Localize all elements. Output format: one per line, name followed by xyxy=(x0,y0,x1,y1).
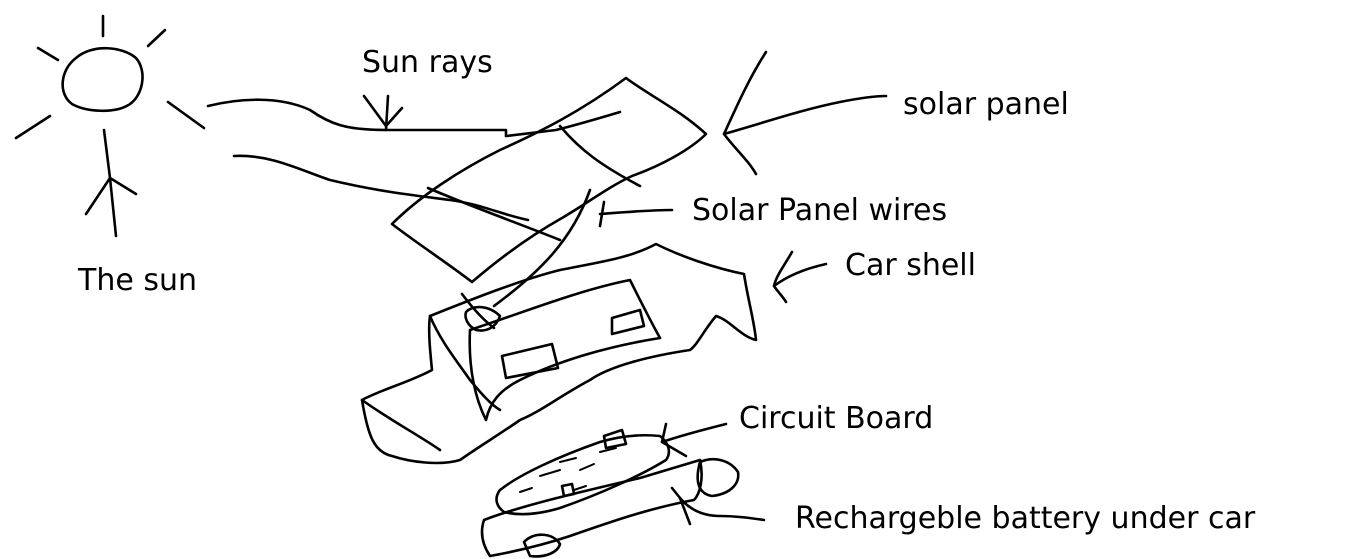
sun-drawing xyxy=(14,14,206,238)
ray-line-lower xyxy=(232,154,530,222)
battery-pointer xyxy=(678,496,766,522)
solar-panel-label: solar panel xyxy=(903,87,1069,122)
sun-rays-drawing xyxy=(206,94,622,222)
battery-cell xyxy=(522,533,562,558)
circuit-board-outline xyxy=(495,433,671,516)
wire-pointer-head xyxy=(598,200,606,228)
circuit-board-label: Circuit Board xyxy=(739,401,934,436)
car-shell-pointer-head xyxy=(772,250,794,304)
battery-label: Rechargeble battery under car xyxy=(795,501,1256,536)
sun-ray xyxy=(36,46,60,62)
circuit-board-pointer-head xyxy=(660,422,688,458)
solar-panel-pointer xyxy=(722,94,888,136)
car-shell-pointer xyxy=(772,262,828,288)
battery-drawing xyxy=(480,458,766,558)
car-shell-sensor xyxy=(464,305,502,332)
sun-rays-label: Sun rays xyxy=(362,45,493,80)
car-shell-drawing xyxy=(360,242,828,465)
solar-panel-pointer-head xyxy=(722,50,768,176)
solar-panel-drawing xyxy=(390,50,888,284)
ray-line-upper xyxy=(206,98,622,138)
sun-ray xyxy=(166,100,206,130)
car-window-inner xyxy=(500,342,560,380)
wire xyxy=(492,188,592,308)
car-window-inner xyxy=(610,308,646,336)
car-shell-inner xyxy=(428,314,502,412)
circuit-board-drawing xyxy=(495,422,728,516)
car-window xyxy=(468,278,662,422)
sun-arrow-head xyxy=(84,176,138,216)
battery-cell xyxy=(696,458,740,498)
panel-divider xyxy=(426,186,562,242)
sun-body xyxy=(61,46,144,113)
car-shell-label: Car shell xyxy=(845,248,976,283)
car-shell-outline xyxy=(360,242,758,465)
circuit-chip xyxy=(602,428,628,450)
circuit-board-traces xyxy=(519,447,617,493)
panel-outline xyxy=(390,76,708,284)
battery-pointer-head xyxy=(670,486,692,526)
sun-ray xyxy=(14,114,52,140)
solar-panel-wires-label: Solar Panel wires xyxy=(692,193,948,228)
circuit-board-pointer xyxy=(660,422,728,444)
battery-outline xyxy=(480,458,703,558)
panel-divider xyxy=(558,124,642,188)
car-shell-inner xyxy=(360,398,442,452)
sun-ray xyxy=(146,28,167,48)
wire-pointer xyxy=(598,208,674,216)
sun-rays-pointer-head xyxy=(362,94,404,128)
sun-label: The sun xyxy=(78,263,197,298)
